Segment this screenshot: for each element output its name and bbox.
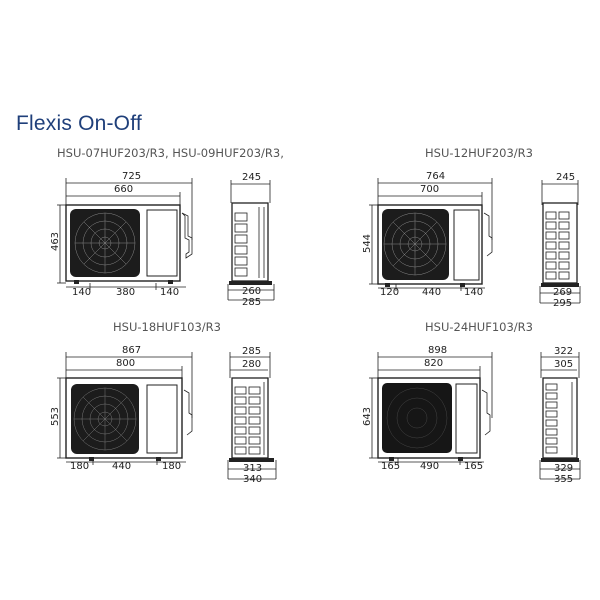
dim-side-base-inner: 313 [243,463,263,474]
dim-height: 463 [50,231,62,252]
dim-foot-span: 440 [112,461,132,472]
dim-overall-width: 867 [122,345,142,356]
dim-height: 553 [50,406,62,427]
dim-side-top-outer: 322 [554,346,574,357]
dim-overall-width: 725 [122,171,142,182]
dim-overall-width: 898 [428,345,448,356]
dim-foot-span: 490 [420,461,440,472]
dim-side-base-inner: 269 [553,287,573,298]
dim-body-width: 660 [114,184,134,195]
dim-side-top: 245 [556,172,576,183]
dim-foot-span: 380 [116,287,136,298]
dim-right-foot: 140 [160,287,180,298]
page-title: Flexis On-Off [16,112,142,135]
dim-height: 544 [362,233,374,254]
dim-height: 643 [362,406,374,427]
dim-left-foot: 140 [72,287,92,298]
dim-side-base-outer: 340 [243,474,263,485]
dim-side-top-inner: 280 [242,359,262,370]
dim-side-base-inner: 260 [242,286,262,297]
dim-left-foot: 180 [70,461,90,472]
dim-side-top: 245 [242,172,262,183]
dim-right-foot: 140 [464,287,484,298]
dim-right-foot: 165 [464,461,484,472]
dim-body-width: 820 [424,358,444,369]
dim-side-base-outer: 285 [242,297,262,308]
model-label: HSU-07HUF203/R3, HSU-09HUF203/R3, [57,146,284,160]
model-label: HSU-12HUF203/R3 [425,146,533,160]
dim-left-foot: 165 [381,461,401,472]
dim-overall-width: 764 [426,171,446,182]
dim-side-top-outer: 285 [242,346,262,357]
model-label: HSU-18HUF103/R3 [113,320,221,334]
dim-side-base-inner: 329 [554,463,574,474]
dim-left-foot: 120 [380,287,400,298]
dim-side-base-outer: 355 [554,474,574,485]
model-label: HSU-24HUF103/R3 [425,320,533,334]
dim-body-width: 700 [420,184,440,195]
dim-side-top-inner: 305 [554,359,574,370]
dim-side-base-outer: 295 [553,298,573,309]
dim-body-width: 800 [116,358,136,369]
dim-foot-span: 440 [422,287,442,298]
dim-right-foot: 180 [162,461,182,472]
